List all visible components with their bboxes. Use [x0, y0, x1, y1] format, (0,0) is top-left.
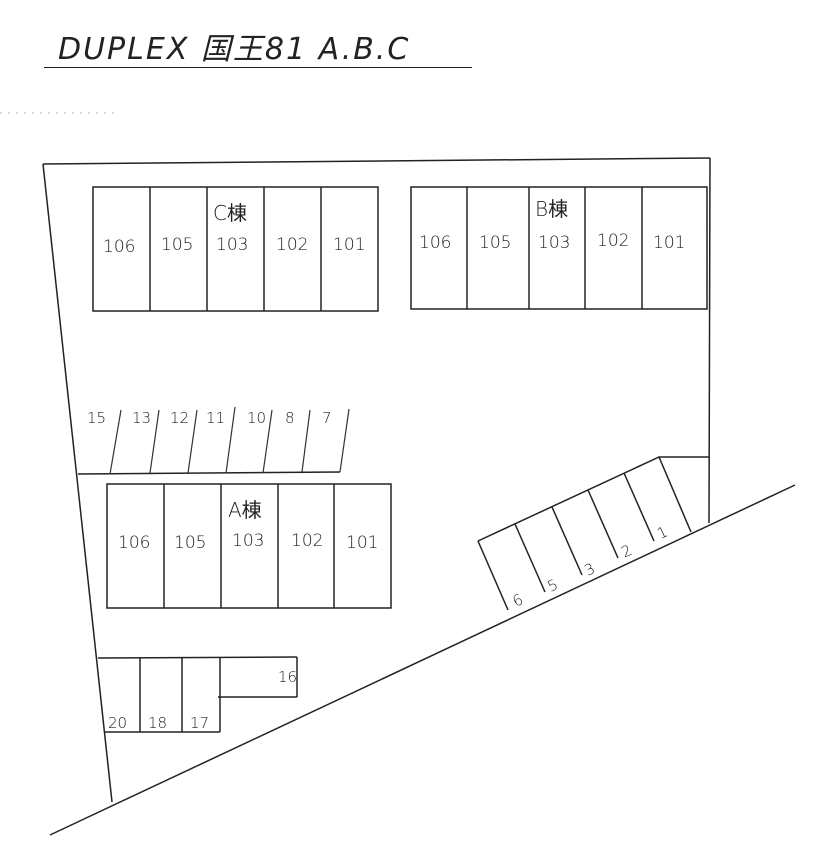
- parking-row-bottom-left: 20 18 17 16: [97, 656, 298, 733]
- parking-space-6[interactable]: 6: [510, 590, 526, 610]
- unit-c-105[interactable]: 105: [161, 235, 193, 255]
- parking-row-diagonal: 6 5 3 2 1: [477, 456, 709, 611]
- building-c: C棟 106 105 103 102 101: [92, 186, 379, 312]
- parking-space-1[interactable]: 1: [654, 523, 670, 543]
- unit-a-106[interactable]: 106: [118, 533, 150, 553]
- unit-c-106[interactable]: 106: [103, 237, 135, 257]
- parking-space-2[interactable]: 2: [618, 541, 634, 561]
- building-a: A棟 106 105 103 102 101: [106, 483, 392, 609]
- unit-b-105[interactable]: 105: [479, 233, 511, 253]
- parking-space-17[interactable]: 17: [190, 714, 209, 732]
- unit-b-102[interactable]: 102: [597, 231, 629, 251]
- parking-space-20[interactable]: 20: [108, 714, 127, 732]
- unit-a-102[interactable]: 102: [291, 531, 323, 551]
- unit-b-106[interactable]: 106: [419, 233, 451, 253]
- building-b: B棟 106 105 103 102 101: [410, 186, 708, 310]
- site-boundary: [42, 157, 796, 836]
- building-a-label: A棟: [228, 498, 262, 522]
- building-b-label: B棟: [535, 197, 568, 221]
- parking-space-11[interactable]: 11: [206, 409, 225, 427]
- unit-c-103[interactable]: 103: [216, 235, 248, 255]
- parking-space-3[interactable]: 3: [582, 559, 598, 579]
- unit-a-103[interactable]: 103: [232, 531, 264, 551]
- parking-space-8[interactable]: 8: [285, 409, 295, 427]
- unit-b-101[interactable]: 101: [653, 233, 685, 253]
- unit-c-101[interactable]: 101: [333, 235, 365, 255]
- unit-b-103[interactable]: 103: [538, 233, 570, 253]
- parking-space-10[interactable]: 10: [247, 409, 266, 427]
- parking-space-5[interactable]: 5: [545, 575, 561, 595]
- site-plan-title: DUPLEX 国王81 A.B.C: [58, 32, 411, 67]
- parking-row-top: 15 13 12 11 10 8 7: [77, 406, 350, 475]
- parking-space-13[interactable]: 13: [132, 409, 151, 427]
- unit-a-105[interactable]: 105: [174, 533, 206, 553]
- parking-space-15[interactable]: 15: [87, 409, 106, 427]
- unit-c-102[interactable]: 102: [276, 235, 308, 255]
- parking-space-18[interactable]: 18: [148, 714, 167, 732]
- parking-space-16[interactable]: 16: [278, 668, 297, 686]
- parking-space-12[interactable]: 12: [170, 409, 189, 427]
- title-underline: [44, 67, 472, 68]
- unit-a-101[interactable]: 101: [346, 533, 378, 553]
- building-c-label: C棟: [213, 201, 247, 225]
- parking-space-7[interactable]: 7: [322, 409, 332, 427]
